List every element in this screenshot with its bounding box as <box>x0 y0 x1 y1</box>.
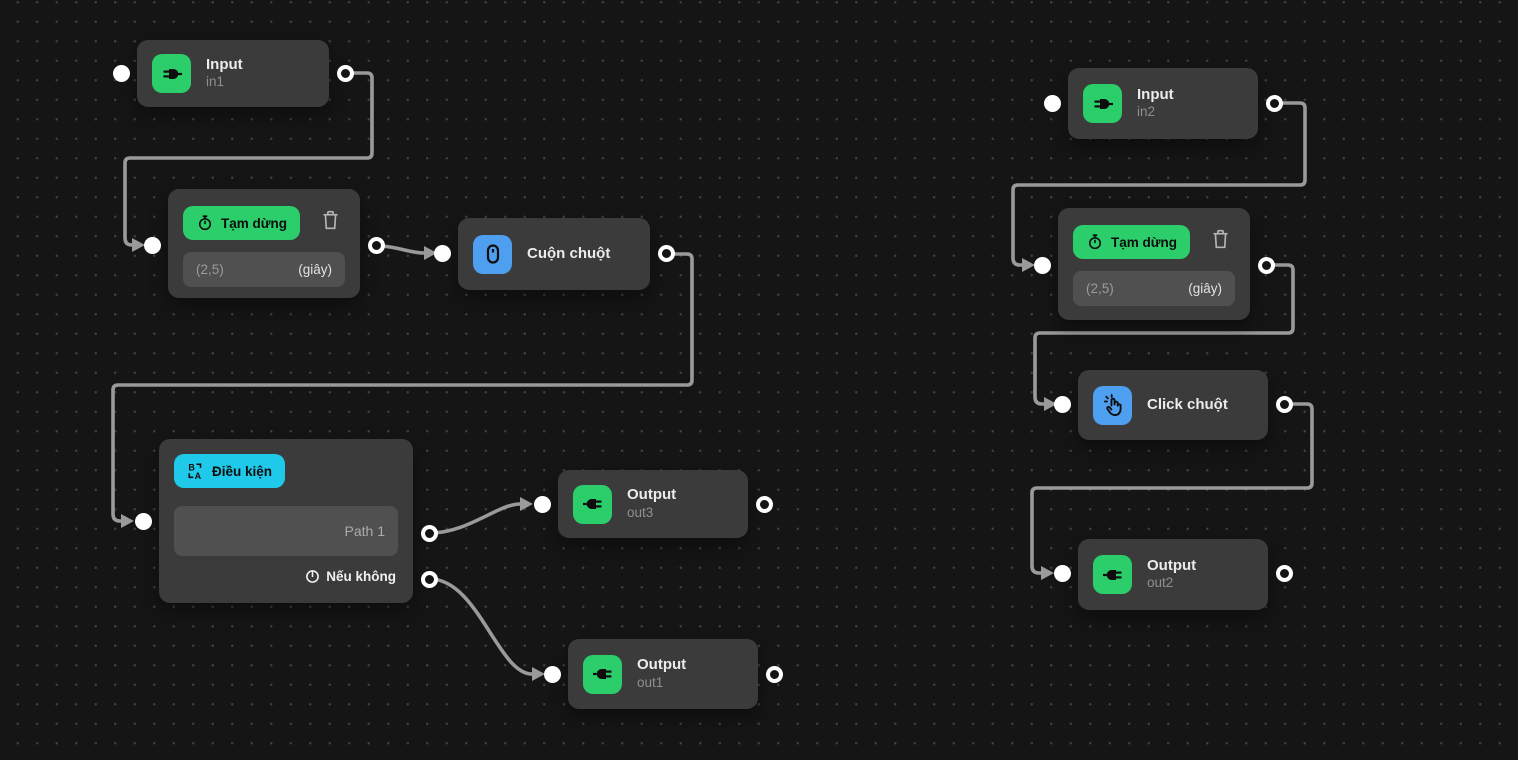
mouse-scroll-icon <box>473 234 512 274</box>
node-subtitle: out3 <box>627 504 654 520</box>
edge-in2-pause2[interactable] <box>1011 101 1307 267</box>
condition-path-field[interactable]: Path 1 <box>174 506 398 556</box>
node-input-in2[interactable]: Input in2 <box>1043 68 1283 139</box>
node-title: Output <box>1147 556 1197 574</box>
pause-label: Tạm dừng <box>221 215 288 231</box>
trash-icon[interactable] <box>1210 227 1231 251</box>
node-output-out1[interactable]: Output out1 <box>543 639 783 709</box>
trash-icon[interactable] <box>320 208 341 232</box>
svg-text:A: A <box>195 471 202 480</box>
tap-click-icon <box>1093 385 1132 425</box>
condition-pill[interactable]: B A Điều kiện <box>174 454 286 488</box>
source-handle[interactable] <box>367 236 385 254</box>
source-handle[interactable] <box>1275 564 1293 582</box>
node-input-in1[interactable]: Input in1 <box>112 40 354 107</box>
source-handle[interactable] <box>765 665 783 683</box>
input-unit: (giây) <box>1188 281 1222 296</box>
edge-pause2-click1[interactable] <box>1033 263 1295 406</box>
source-handle-path1[interactable] <box>420 524 438 542</box>
node-scroll-mouse[interactable]: Cuộn chuột <box>433 218 675 290</box>
svg-text:B: B <box>188 463 195 473</box>
node-subtitle: out1 <box>637 674 664 690</box>
node-title: Click chuột <box>1147 395 1228 413</box>
node-title: Cuộn chuột <box>527 244 611 262</box>
target-handle[interactable] <box>543 665 561 683</box>
target-handle[interactable] <box>533 495 551 513</box>
edge-arrow <box>1041 566 1054 580</box>
node-title: Output <box>637 656 687 674</box>
stopwatch-icon <box>1088 234 1102 250</box>
path-label: Path 1 <box>344 523 385 539</box>
source-handle[interactable] <box>1257 256 1275 274</box>
target-handle[interactable] <box>1053 564 1071 582</box>
source-handle[interactable] <box>755 495 773 513</box>
target-handle[interactable] <box>433 245 451 262</box>
source-handle[interactable] <box>336 64 354 82</box>
target-handle[interactable] <box>134 512 152 530</box>
edge-cond1-out1[interactable] <box>429 577 533 676</box>
edge-click1-out2[interactable] <box>1030 402 1314 575</box>
translate-icon: B A <box>188 463 202 480</box>
input-placeholder: (2,5) <box>1086 281 1114 296</box>
plug-input-icon <box>1083 84 1122 123</box>
stopwatch-icon <box>198 215 212 231</box>
pause-label: Tạm dừng <box>1111 234 1178 250</box>
source-handle-else[interactable] <box>420 570 438 588</box>
edge-cond1-out3[interactable] <box>429 502 521 535</box>
edge-arrow <box>132 238 145 252</box>
target-handle[interactable] <box>1033 256 1051 274</box>
plug-output-icon <box>583 654 622 694</box>
source-handle[interactable] <box>1265 94 1283 112</box>
node-subtitle: out2 <box>1147 575 1174 591</box>
target-handle[interactable] <box>112 64 130 82</box>
input-placeholder: (2,5) <box>196 262 224 277</box>
node-pause-2[interactable]: Tạm dừng (2,5) (giây) <box>1033 208 1275 320</box>
node-output-out3[interactable]: Output out3 <box>533 470 773 538</box>
node-pause-1[interactable]: Tạm dừng (2,5) (giây) <box>143 189 385 298</box>
plug-output-icon <box>1093 555 1132 594</box>
else-label: Nếu không <box>326 569 396 584</box>
edge-arrow <box>532 667 545 681</box>
condition-label: Điều kiện <box>212 463 273 479</box>
target-handle[interactable] <box>1043 94 1061 112</box>
source-handle[interactable] <box>1275 395 1293 413</box>
plug-output-icon <box>573 484 612 524</box>
node-subtitle: in2 <box>1137 104 1156 120</box>
pause-pill[interactable]: Tạm dừng <box>1073 225 1191 259</box>
pause-seconds-input[interactable]: (2,5) (giây) <box>1073 271 1235 306</box>
node-condition[interactable]: B A Điều kiện Path 1 Nếu không <box>134 439 438 603</box>
target-handle[interactable] <box>143 236 161 254</box>
pause-pill[interactable]: Tạm dừng <box>183 206 301 240</box>
node-title: Output <box>627 486 677 504</box>
edge-in1-pause1[interactable] <box>123 71 374 247</box>
source-handle[interactable] <box>657 245 675 262</box>
pause-seconds-input[interactable]: (2,5) (giây) <box>183 252 345 287</box>
edge-arrow <box>1022 258 1035 272</box>
edge-arrow <box>424 246 437 260</box>
else-icon <box>306 570 320 583</box>
node-subtitle: in1 <box>206 74 225 90</box>
edge-arrow <box>520 497 533 511</box>
edge-arrow <box>1044 397 1057 411</box>
input-unit: (giây) <box>298 262 332 277</box>
node-title: Input <box>1137 85 1174 103</box>
edge-scroll1-cond1[interactable] <box>111 252 694 523</box>
node-title: Input <box>206 55 243 73</box>
condition-else-row: Nếu không <box>174 569 398 584</box>
node-click-mouse[interactable]: Click chuột <box>1053 370 1293 440</box>
node-output-out2[interactable]: Output out2 <box>1053 539 1293 610</box>
edge-arrow <box>121 514 134 528</box>
plug-input-icon <box>152 54 191 93</box>
target-handle[interactable] <box>1053 395 1071 413</box>
